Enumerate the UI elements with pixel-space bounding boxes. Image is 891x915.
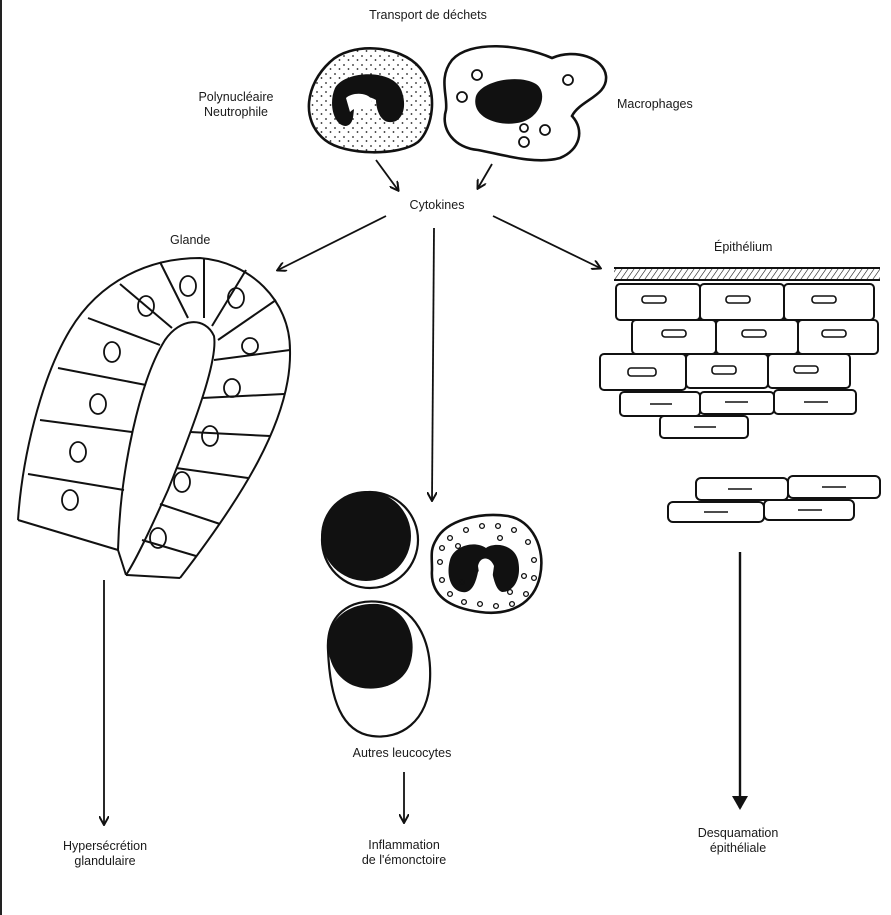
label-epithelium: Épithélium (714, 240, 773, 254)
label-macrophages: Macrophages (617, 97, 693, 111)
label-inflammation-line1: Inflammation (368, 838, 440, 852)
left-border-line (0, 0, 2, 915)
neutrophil-cell (307, 47, 434, 154)
label-neutrophil-line2: Neutrophile (204, 105, 268, 119)
granulocyte-dotted (430, 513, 543, 615)
label-inflammation-line2: de l'émonctoire (361, 853, 447, 867)
macrophage-cell (443, 44, 608, 162)
label-neutrophil-line1: Polynucléaire (198, 90, 274, 104)
gland-nuclei (61, 275, 259, 549)
arrow-macrophage-to-cytokines (478, 163, 493, 188)
gland-structure (17, 256, 292, 579)
label-desquamation-line2: épithéliale (709, 841, 767, 855)
label-cytokines: Cytokines (409, 198, 465, 212)
label-autres-leucocytes: Autres leucocytes (352, 746, 452, 760)
label-transport: Transport de déchets (369, 8, 487, 22)
arrow-neutrophil-to-cytokines (375, 159, 398, 190)
label-desquamation-line1: Desquamation (697, 826, 779, 840)
lymphocyte-top (320, 490, 420, 590)
arrow-cytokines-to-leukocytes (432, 227, 434, 500)
arrow-cytokines-to-gland (278, 215, 387, 270)
arrow-cytokines-to-epithelium (492, 215, 600, 268)
label-glande: Glande (170, 233, 211, 247)
label-hypersecretion-line2: glandulaire (74, 854, 136, 868)
label-neutrophil: Polynucléaire Neutrophile (188, 90, 284, 120)
monocyte-bottom (326, 600, 432, 738)
label-inflammation: Inflammation de l'émonctoire (362, 838, 446, 868)
epithelium-structure (599, 267, 881, 523)
label-hypersecretion: Hypersécrétion glandulaire (63, 839, 147, 869)
label-hypersecretion-line1: Hypersécrétion (62, 839, 148, 853)
label-desquamation: Desquamation épithéliale (698, 826, 779, 856)
